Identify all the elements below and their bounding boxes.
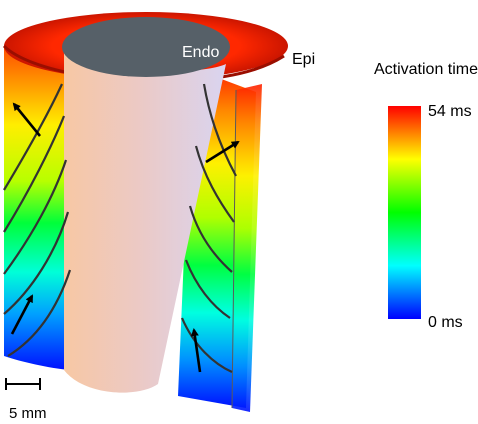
endocardial-cylinder [64,44,226,393]
scale-bar [5,378,41,390]
arrow-icon [12,102,42,137]
arrow-icon [190,328,202,373]
scale-bar-label: 5 mm [9,405,47,422]
colorbar-min-label: 0 ms [428,314,463,331]
arrow-icon [205,140,240,164]
right-wall-edge [232,84,262,412]
epi-label: Epi [292,51,316,68]
arrow-icon [10,294,34,335]
endocardial-surface [62,17,230,77]
endo-label: Endo [182,44,220,61]
colorbar-max-label: 54 ms [428,103,472,120]
colorbar [388,106,421,319]
propagation-arrows [10,102,240,373]
right-isochrones [180,83,237,374]
colorbar-title: Activation time [373,61,478,78]
